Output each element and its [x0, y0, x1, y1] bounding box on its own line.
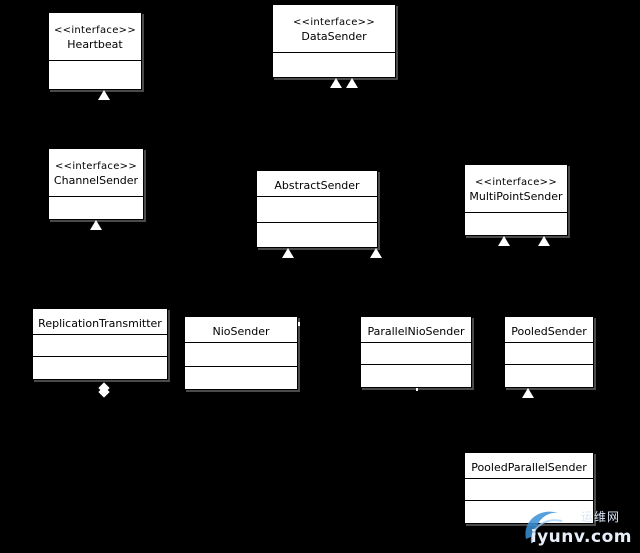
interface-stereotype: <<interface>> [53, 25, 136, 36]
class-replicationtransmitter-header: ReplicationTransmitter [33, 309, 167, 335]
class-parallelniosender[interactable]: ParallelNioSender [360, 316, 472, 388]
class-pooledsender[interactable]: PooledSender [504, 316, 594, 388]
connector-stub [298, 322, 300, 326]
watermark-text-top: 运维网 [580, 510, 620, 524]
generalization-arrowhead [370, 248, 382, 258]
realization-arrowhead [498, 236, 510, 246]
class-replicationtransmitter[interactable]: ReplicationTransmitter [32, 308, 168, 380]
class-niosender-header: NioSender [185, 317, 297, 343]
class-name: MultiPointSender [469, 190, 563, 203]
operations-compartment [257, 223, 377, 247]
swirl-icon [525, 511, 563, 544]
realization-arrowhead [90, 220, 102, 230]
attributes-compartment [273, 53, 395, 77]
operations-compartment [185, 367, 297, 389]
class-heartbeat-header: <<interface>> Heartbeat [49, 13, 141, 61]
class-pooledsender-header: PooledSender [505, 317, 593, 343]
generalization-arrowhead [282, 248, 294, 258]
attributes-compartment [505, 343, 593, 365]
interface-stereotype: <<interface>> [54, 161, 137, 172]
operations-compartment [505, 365, 593, 387]
attributes-compartment [185, 343, 297, 367]
class-name: PooledSender [511, 324, 587, 338]
operations-compartment [33, 357, 167, 379]
attributes-compartment [49, 61, 141, 89]
attributes-compartment [49, 197, 143, 219]
class-multipointsender[interactable]: <<interface>> MultiPointSender [464, 164, 568, 236]
class-abstractsender-header: AbstractSender [257, 171, 377, 197]
realization-arrowhead [346, 78, 358, 88]
class-datasender[interactable]: <<interface>> DataSender [272, 4, 396, 78]
class-name: ReplicationTransmitter [38, 316, 162, 330]
class-abstractsender[interactable]: AbstractSender [256, 170, 378, 248]
interface-stereotype: <<interface>> [474, 177, 557, 188]
class-name: PooledParallelSender [471, 460, 587, 474]
class-multipointsender-header: <<interface>> MultiPointSender [465, 165, 567, 213]
watermark-logo: 运维网 iyunv.com [518, 499, 634, 547]
class-name: DataSender [301, 30, 367, 43]
class-channelsender-header: <<interface>> ChannelSender [49, 149, 143, 197]
class-niosender[interactable]: NioSender [184, 316, 298, 390]
attributes-compartment [361, 343, 471, 365]
class-name: ParallelNioSender [367, 324, 465, 338]
operations-compartment [361, 365, 471, 387]
attributes-compartment [465, 213, 567, 235]
class-datasender-header: <<interface>> DataSender [273, 5, 395, 53]
interface-stereotype: <<interface>> [292, 17, 375, 28]
attributes-compartment [257, 197, 377, 223]
class-name: NioSender [212, 324, 270, 338]
class-heartbeat[interactable]: <<interface>> Heartbeat [48, 12, 142, 90]
realization-arrowhead [98, 90, 110, 100]
connector-stub [416, 388, 418, 391]
class-channelsender[interactable]: <<interface>> ChannelSender [48, 148, 144, 220]
class-name: ChannelSender [53, 174, 139, 187]
class-pooledparallelsender[interactable]: PooledParallelSender [464, 452, 594, 524]
realization-arrowhead [538, 236, 550, 246]
attributes-compartment [33, 335, 167, 357]
class-name: AbstractSender [274, 178, 360, 192]
class-pooledparallelsender-header: PooledParallelSender [465, 453, 593, 479]
attributes-compartment [465, 479, 593, 501]
generalization-arrowhead [522, 388, 534, 398]
class-parallelniosender-header: ParallelNioSender [361, 317, 471, 343]
class-name: Heartbeat [67, 38, 123, 51]
realization-arrowhead [330, 78, 342, 88]
watermark-text-bottom: iyunv.com [530, 527, 632, 547]
